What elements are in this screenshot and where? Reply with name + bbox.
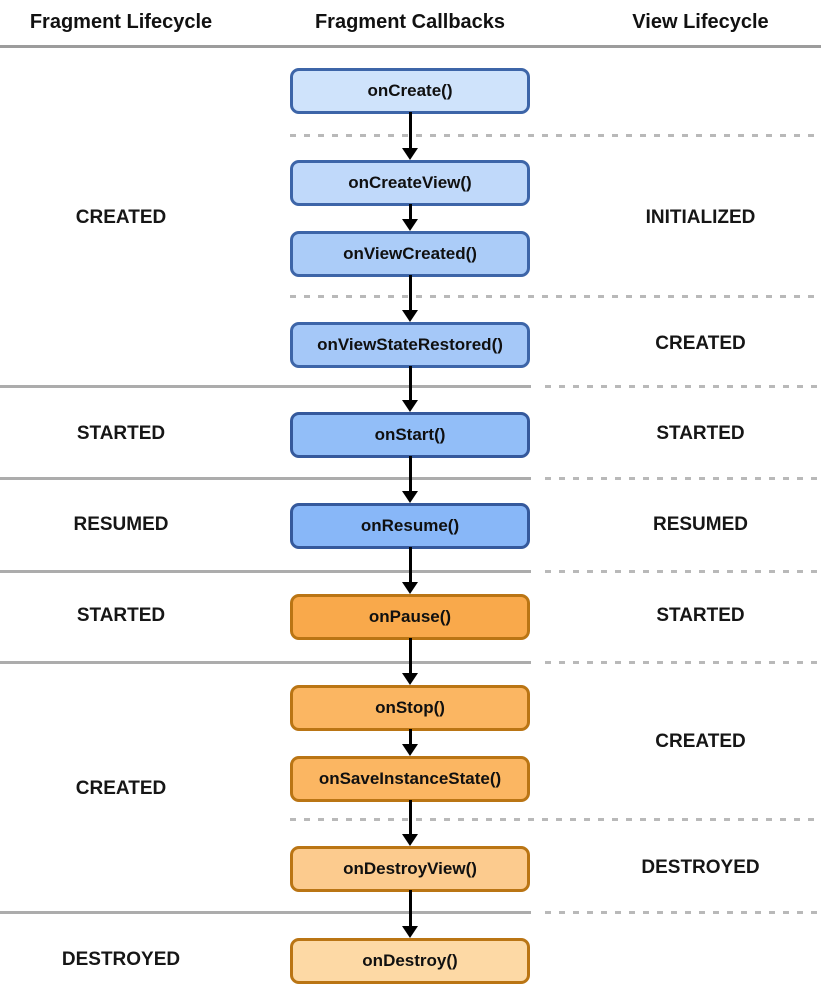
arrow-onstart-to-onresume [402,456,418,503]
arrow-onviewstaterestored-to-onstart [402,366,418,412]
callback-box-onviewcreated: onViewCreated() [290,231,530,277]
arrow-head-icon [402,582,418,594]
column-header-fragment-lifecycle: Fragment Lifecycle [29,11,213,33]
fragment-state-resumed: RESUMED [73,514,169,535]
arrow-ondestroyview-to-ondestroy [402,890,418,938]
callback-box-oncreate: onCreate() [290,68,530,114]
view-separator-dashed [545,570,818,573]
fragment-separator-solid [0,911,531,914]
arrow-head-icon [402,400,418,412]
fragment-separator-solid [0,570,531,573]
callback-box-oncreateview: onCreateView() [290,160,530,206]
callback-box-onresume: onResume() [290,503,530,549]
view-separator-dashed [545,385,818,388]
callback-box-ondestroy: onDestroy() [290,938,530,984]
callback-box-onpause: onPause() [290,594,530,640]
view-state-started-2: STARTED [656,605,745,626]
arrow-shaft [408,800,412,836]
view-state-resumed: RESUMED [652,514,748,535]
arrow-shaft [408,112,412,150]
arrow-shaft [408,275,412,312]
fragment-separator-solid [0,477,531,480]
arrow-head-icon [402,834,418,846]
arrow-shaft [408,456,412,493]
view-state-started: STARTED [656,423,745,444]
arrow-onstop-to-onsaveinstancestate [402,729,418,756]
arrow-shaft [408,729,412,746]
fragment-state-destroyed: DESTROYED [61,949,181,970]
fragment-state-created: CREATED [75,207,167,228]
callback-box-onviewstaterestored: onViewStateRestored() [290,322,530,368]
arrow-head-icon [402,673,418,685]
fragment-state-created-2: CREATED [75,778,167,799]
arrow-shaft [408,890,412,928]
arrow-head-icon [402,148,418,160]
arrow-head-icon [402,926,418,938]
view-state-created: CREATED [655,333,746,354]
view-separator-dashed [290,295,818,298]
fragment-separator-solid [0,661,531,664]
callback-box-onstop: onStop() [290,685,530,731]
arrow-oncreateview-to-onviewcreated [402,204,418,231]
arrow-head-icon [402,491,418,503]
arrow-shaft [408,204,412,221]
view-state-initialized: INITIALIZED [645,207,756,228]
fragment-separator-solid [0,385,531,388]
callback-box-onstart: onStart() [290,412,530,458]
arrow-onpause-to-onstop [402,638,418,685]
arrow-head-icon [402,219,418,231]
arrow-head-icon [402,744,418,756]
arrow-onviewcreated-to-onviewstaterestored [402,275,418,322]
column-header-view-lifecycle: View Lifecycle [632,11,769,33]
view-separator-dashed [545,661,818,664]
arrow-shaft [408,638,412,675]
view-separator-dashed [545,911,818,914]
callback-box-onsaveinstancestate: onSaveInstanceState() [290,756,530,802]
view-separator-dashed [290,134,818,137]
arrow-head-icon [402,310,418,322]
view-state-created-2: CREATED [655,731,746,752]
callback-box-ondestroyview: onDestroyView() [290,846,530,892]
fragment-state-started-2: STARTED [76,605,166,626]
view-separator-dashed [290,818,818,821]
arrow-oncreate-to-oncreateview [402,112,418,160]
header-rule [0,45,821,48]
view-state-destroyed: DESTROYED [641,857,760,878]
column-header-fragment-callbacks: Fragment Callbacks [314,11,506,33]
arrow-onsaveinstancestate-to-ondestroyview [402,800,418,846]
view-separator-dashed [545,477,818,480]
fragment-state-started: STARTED [76,423,166,444]
arrow-onresume-to-onpause [402,547,418,594]
arrow-shaft [408,366,412,402]
arrow-shaft [408,547,412,584]
